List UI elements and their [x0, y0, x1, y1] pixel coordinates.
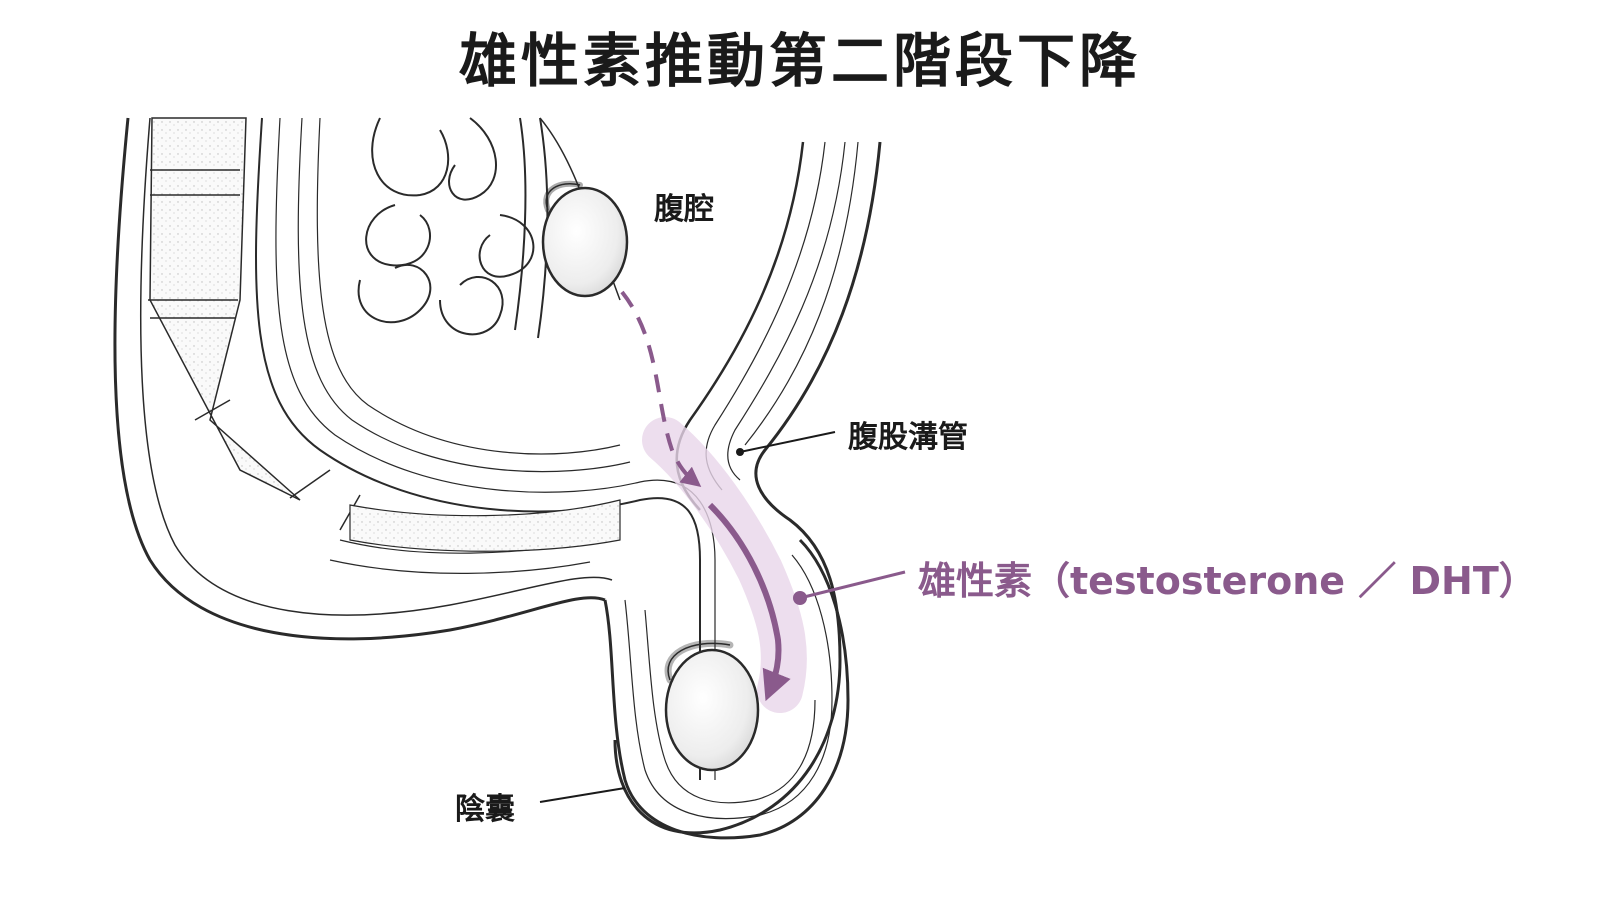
body-wall: [113, 117, 613, 641]
dashed-descent-arrow: [620, 290, 702, 487]
intestines: [357, 117, 549, 339]
label-scrotum: 陰囊: [455, 792, 515, 827]
spine-segments: [148, 117, 361, 531]
testis-upper: [541, 180, 629, 298]
label-hormone: 雄性素（testosterone ／ DHT）: [918, 559, 1537, 603]
scrotum-wall: [603, 538, 850, 840]
hormone-push-arrow: [707, 502, 791, 702]
label-abdominal-cavity: 腹腔: [654, 192, 714, 227]
page-title: 雄性素推動第二階段下降: [458, 27, 1141, 95]
testis-lower: [664, 639, 760, 772]
leader-lines: [539, 431, 906, 803]
label-inguinal-canal: 腹股溝管: [848, 420, 968, 455]
